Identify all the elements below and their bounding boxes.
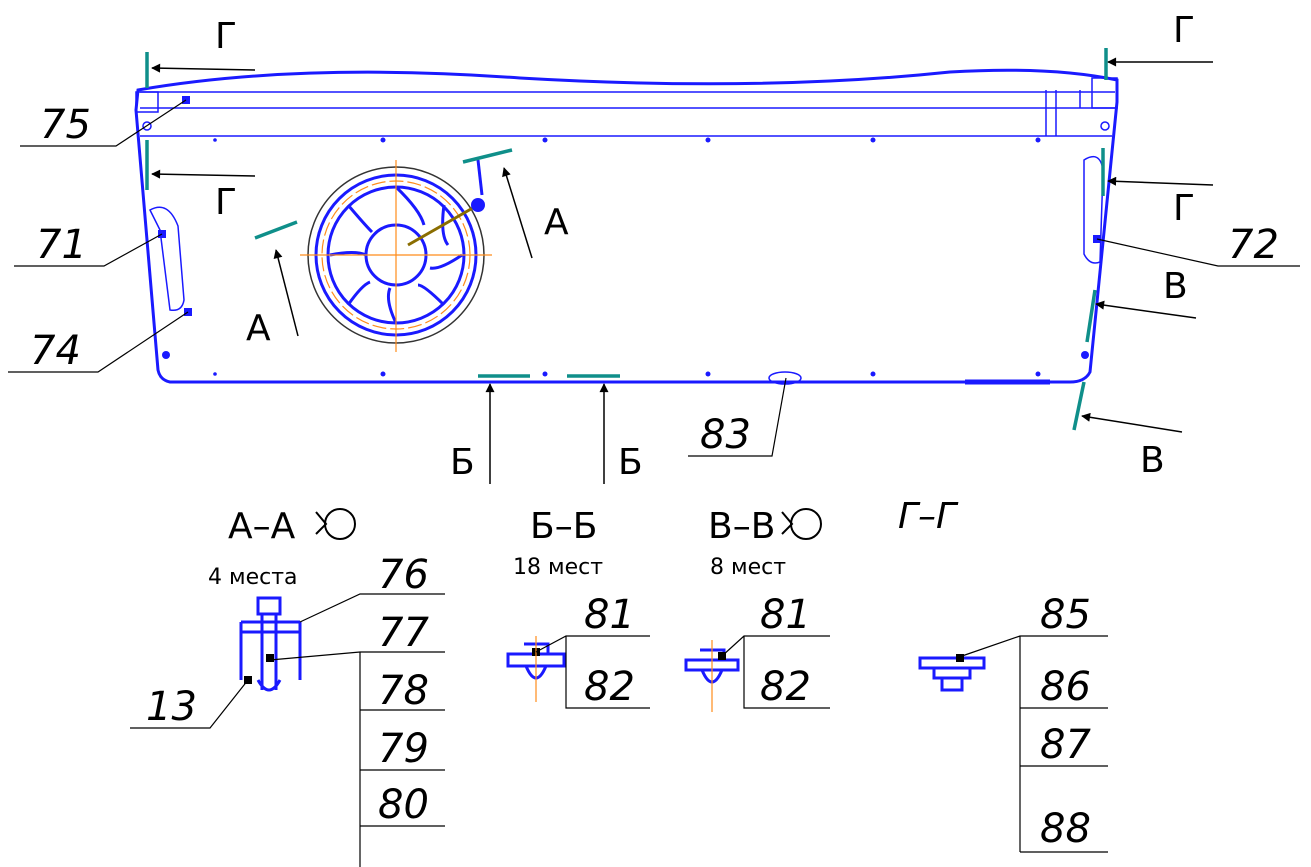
section-a-a-part-79: 79 xyxy=(378,726,429,772)
section-b-b-count: 18 мест xyxy=(513,555,603,580)
section-a-a-part-78: 78 xyxy=(378,668,429,714)
view-label-a-right: А xyxy=(544,202,569,243)
rotated-view-icon xyxy=(315,508,356,540)
section-g-g-title: Г–Г xyxy=(898,496,959,537)
main-callouts: 75 71 74 72 83 xyxy=(8,99,1300,458)
section-a-a-title: А–А xyxy=(228,506,296,547)
view-label-g-right: Г xyxy=(1173,188,1195,229)
section-g-g-part-85: 85 xyxy=(1040,592,1091,638)
section-g-g-part-88: 88 xyxy=(1040,806,1091,852)
section-v-v-part-81: 81 xyxy=(760,592,811,638)
view-arrows xyxy=(151,57,1214,484)
callout-75: 75 xyxy=(40,102,91,148)
callout-83: 83 xyxy=(700,412,751,458)
view-label-b-right: Б xyxy=(618,442,643,483)
section-g-g-part-87: 87 xyxy=(1040,722,1091,768)
section-v-v-part-82: 82 xyxy=(760,664,811,710)
section-g-g-part-86: 86 xyxy=(1040,664,1091,710)
section-v-v-count: 8 мест xyxy=(710,555,786,580)
callout-74: 74 xyxy=(30,328,81,374)
section-v-v-title: В–В xyxy=(708,506,775,547)
section-b-b-title: Б–Б xyxy=(530,506,597,547)
section-a-a-part-76: 76 xyxy=(378,552,429,598)
view-label-v-lower: В xyxy=(1140,440,1165,481)
view-label-v-upper: В xyxy=(1163,266,1188,307)
section-b-b: Б–Б 18 мест 81 82 xyxy=(506,506,650,710)
section-a-a-part-77: 77 xyxy=(378,610,429,656)
section-a-a-part-80: 80 xyxy=(378,782,429,828)
section-b-b-part-81: 81 xyxy=(584,592,635,638)
section-cut-lines xyxy=(145,48,1108,431)
section-b-b-part-82: 82 xyxy=(584,664,635,710)
callout-71: 71 xyxy=(36,222,87,268)
fan-icon xyxy=(300,159,492,352)
rotated-view-icon xyxy=(781,508,822,540)
section-g-g: Г–Г 85 86 87 88 xyxy=(898,496,1108,853)
view-label-g-top-left: Г xyxy=(215,16,237,57)
section-a-a: А–А 4 места 76 77 78 79 80 13 xyxy=(130,506,445,867)
section-a-a-part-13: 13 xyxy=(146,684,197,730)
section-v-v: В–В 8 мест 81 82 xyxy=(684,506,830,712)
callout-72: 72 xyxy=(1228,222,1279,268)
view-label-a-left: А xyxy=(246,308,271,349)
view-letters: Г Г Г Г А А Б Б В В xyxy=(215,10,1195,483)
section-a-a-count: 4 места xyxy=(208,565,298,590)
view-label-g-top-right: Г xyxy=(1173,10,1195,51)
view-label-g-left: Г xyxy=(215,182,237,223)
view-label-b-left: Б xyxy=(450,442,475,483)
